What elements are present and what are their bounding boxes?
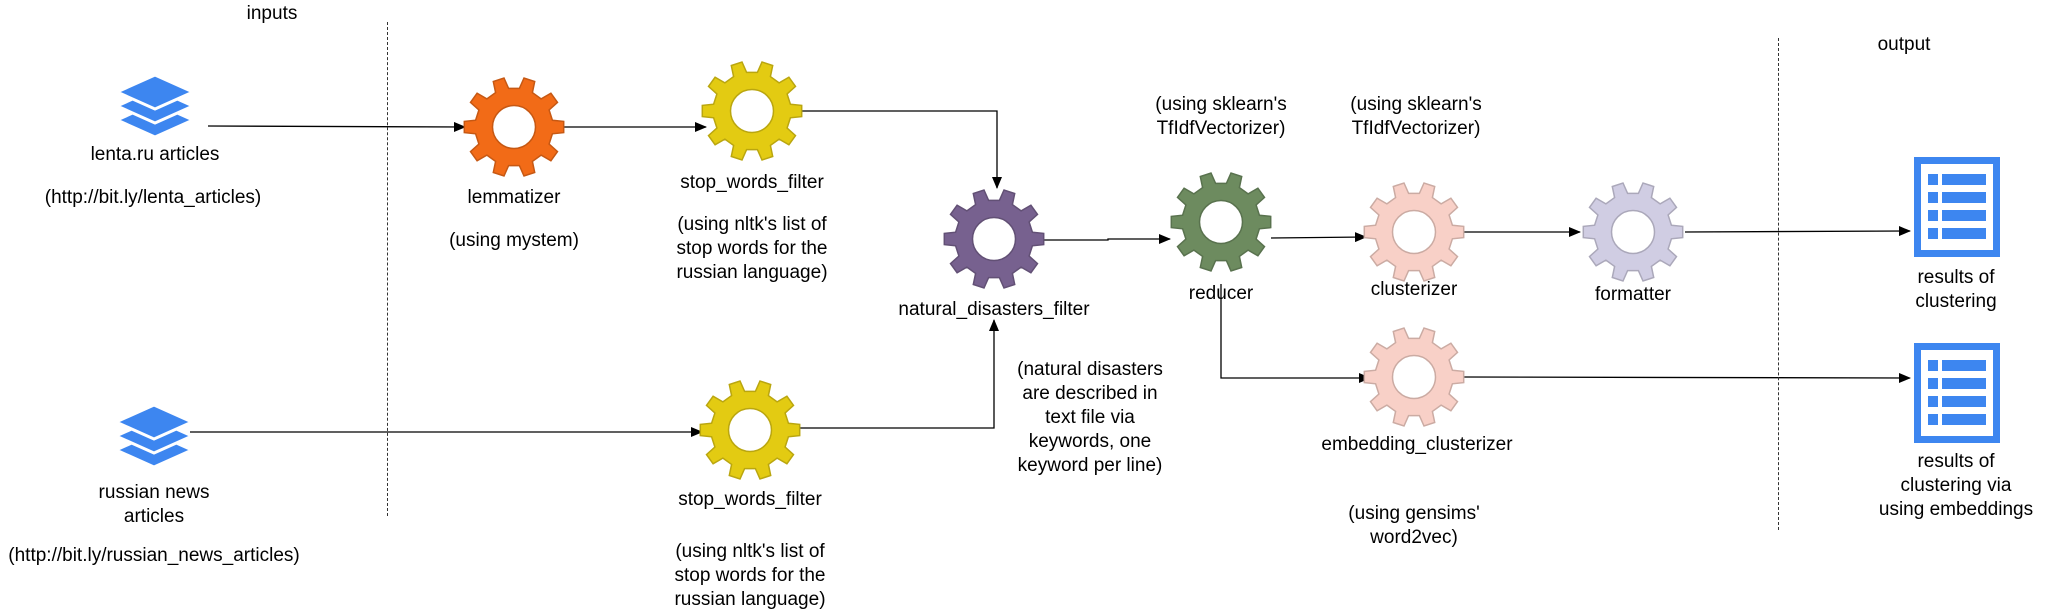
gear-icon [463,77,565,177]
edge-stopwords-bottom-to-natural [798,319,999,429]
edge-reducer-to-clusterizer [1270,232,1367,243]
database-stack-icon [115,73,195,139]
gear-icon [1170,172,1272,272]
russian-news-source-label: russian news articles [98,482,210,527]
formatter-label: formatter [1594,284,1672,305]
clusterizer-note: (using sklearn's TfIdfVectorizer) [1350,94,1482,139]
russian-news-source-url: (http://bit.ly/russian_news_articles) [8,545,300,566]
natural-disasters-filter-note: (natural disasters are described in text… [1017,359,1163,476]
gear-icon [943,189,1045,289]
list-document-icon [1914,343,2000,443]
list-document-icon [1914,157,2000,257]
stop-words-filter-bottom-note: (using nltk's list of stop words for the… [674,541,826,610]
stop-words-filter-bottom-label: stop_words_filter [678,489,822,510]
inputs-header: inputs [246,3,298,24]
lenta-source-label: lenta.ru articles [90,144,220,165]
results-clustering-label: results of clustering [1915,267,1997,312]
reducer-note: (using sklearn's TfIdfVectorizer) [1155,94,1287,139]
gear-icon [1363,182,1465,282]
edge-stopwords-top-to-natural [802,110,1002,189]
gear-icon [1363,327,1465,427]
gear-icon [699,380,801,480]
stop-words-filter-top-label: stop_words_filter [680,172,824,193]
database-stack-icon [114,403,194,469]
lemmatizer-label: lemmatizer [467,187,561,208]
lenta-source-url: (http://bit.ly/lenta_articles) [44,187,262,208]
embedding-clusterizer-note: (using gensims' word2vec) [1348,503,1480,548]
connectors [190,110,1911,437]
embedding-clusterizer-label: embedding_clusterizer [1321,434,1513,455]
gear-icon [701,61,803,161]
clusterizer-label: clusterizer [1370,279,1458,300]
natural-disasters-filter-label: natural_disasters_filter [898,299,1090,320]
gear-icon [1582,182,1684,282]
results-embeddings-label: results of clustering via using embeddin… [1878,451,2034,520]
edge-embedding-to-results [1463,372,1911,383]
edge-lenta-to-lemmatizer [207,121,466,132]
output-separator [1778,38,1779,530]
stop-words-filter-top-note: (using nltk's list of stop words for the… [676,214,828,283]
edge-natural-to-reducer [1042,234,1171,244]
edge-formatter-to-results [1684,226,1911,237]
lemmatizer-note: (using mystem) [449,230,579,251]
edge-reducer-to-embedding [1220,284,1371,383]
reducer-label: reducer [1188,283,1254,304]
inputs-separator [387,22,388,516]
output-header: output [1877,34,1931,55]
